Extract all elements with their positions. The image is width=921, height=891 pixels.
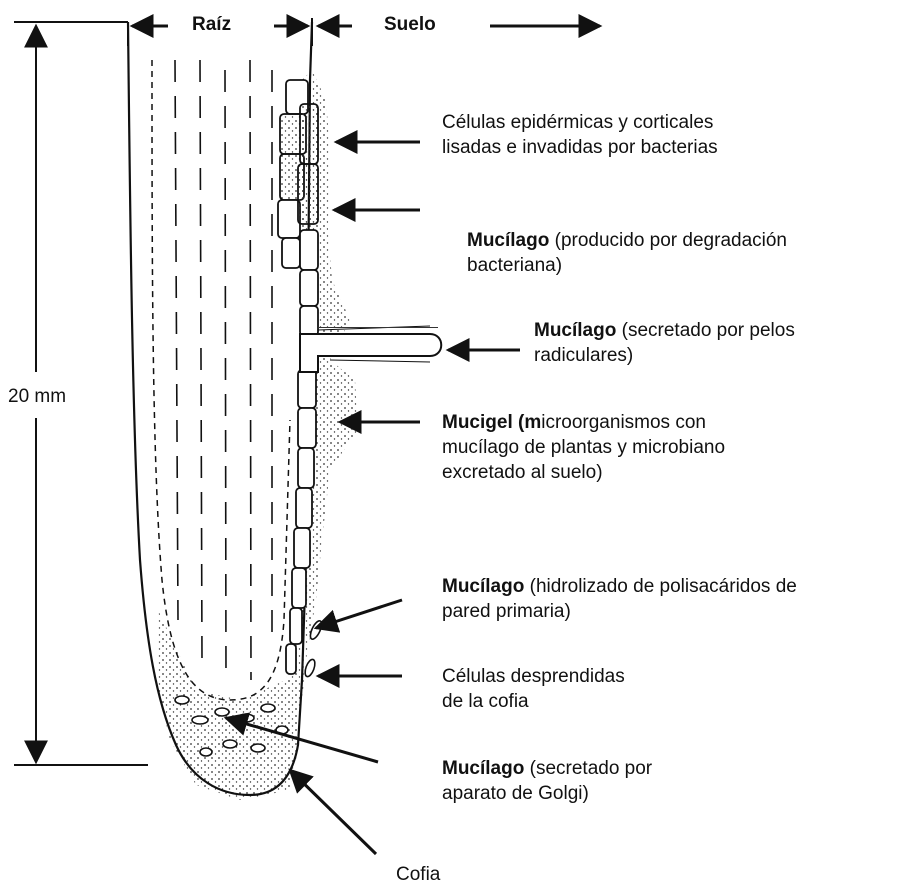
root-header-label: Raíz: [192, 14, 231, 36]
label-mucilage-bacterial-line2: bacteriana): [467, 253, 787, 278]
soil-header-label: Suelo: [384, 14, 436, 36]
label-mucilage-hairs-line2: radiculares): [534, 343, 795, 368]
label-mucigel: Mucigel (microorganismos con mucílago de…: [442, 410, 725, 485]
label-sloughed-cells-line1: Células desprendidas: [442, 664, 625, 689]
label-mucilage-hydrolysate-line2: pared primaria): [442, 599, 797, 624]
label-mucilage-bacterial-bold: Mucílago: [467, 230, 549, 251]
label-mucilage-hairs-rest: (secretado por pelos: [616, 320, 795, 341]
label-mucilage-hydrolysate: Mucílago (hidrolizado de polisacáridos d…: [442, 574, 797, 624]
label-mucilage-golgi: Mucílago (secretado por aparato de Golgi…: [442, 756, 652, 806]
label-mucilage-bacterial-rest: (producido por degradación: [549, 230, 787, 251]
label-mucilage-hydrolysate-rest: (hidrolizado de polisacáridos de: [524, 576, 797, 597]
label-mucigel-line3: excretado al suelo): [442, 460, 725, 485]
label-epidermal-line1: Células epidérmicas y corticales: [442, 110, 718, 135]
label-mucilage-golgi-rest: (secretado por: [524, 758, 652, 779]
label-sloughed-cells-line2: de la cofia: [442, 689, 625, 714]
label-mucilage-hairs: Mucílago (secretado por pelos radiculare…: [534, 318, 795, 368]
scale-label: 20 mm: [8, 384, 66, 409]
label-mucilage-hairs-bold: Mucílago: [534, 320, 616, 341]
label-root-cap: Cofia: [396, 862, 440, 887]
label-mucigel-line2: mucílago de plantas y microbiano: [442, 435, 725, 460]
label-mucilage-golgi-line2: aparato de Golgi): [442, 781, 652, 806]
label-sloughed-cells: Células desprendidas de la cofia: [442, 664, 625, 714]
label-mucigel-bold: Mucigel (m: [442, 412, 541, 433]
label-mucilage-hydrolysate-bold: Mucílago: [442, 576, 524, 597]
label-mucilage-bacterial: Mucílago (producido por degradación bact…: [467, 228, 787, 278]
label-epidermal-line2: lisadas e invadidas por bacterias: [442, 135, 718, 160]
label-mucilage-golgi-bold: Mucílago: [442, 758, 524, 779]
cortical-cells: [175, 60, 272, 680]
cortex-boundary: [152, 60, 290, 700]
label-epidermal: Células epidérmicas y corticales lisadas…: [442, 110, 718, 160]
mucilage-zone: [158, 70, 358, 800]
label-mucigel-rest: icroorganismos con: [541, 412, 706, 433]
